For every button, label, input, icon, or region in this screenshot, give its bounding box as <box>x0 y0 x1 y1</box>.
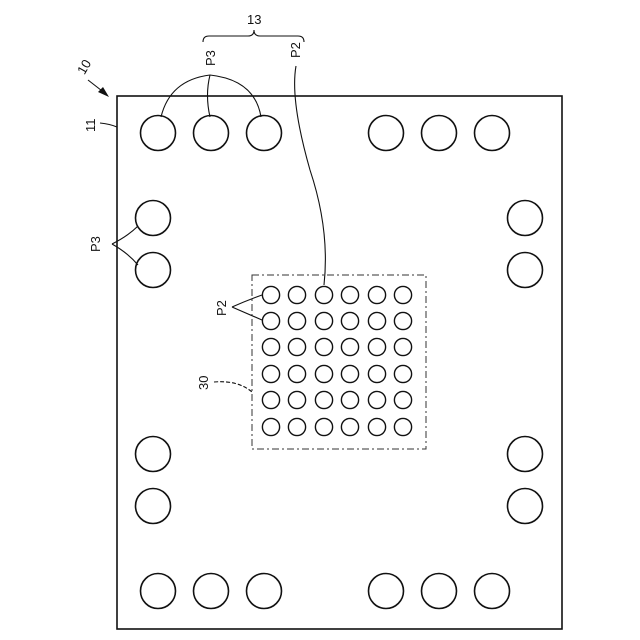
leader-p2-left-lower <box>232 307 262 320</box>
pad-p2-r2-c5 <box>368 312 385 329</box>
pad-p2-r1-c2 <box>288 286 305 303</box>
pad-p2-r4-c6 <box>394 365 411 382</box>
pad-p3-14 <box>508 489 543 524</box>
pad-p3-2 <box>194 116 229 151</box>
leader-lines <box>88 30 325 392</box>
large-pads-group <box>136 116 543 609</box>
label-group-13: 13 <box>247 12 261 27</box>
pad-p3-17 <box>247 574 282 609</box>
pad-p2-r1-c5 <box>368 286 385 303</box>
pad-p3-6 <box>475 116 510 151</box>
leader-11 <box>100 123 117 127</box>
substrate-outline <box>117 96 562 629</box>
pad-p3-15 <box>141 574 176 609</box>
pad-p3-7 <box>136 201 171 236</box>
leader-p3-left-upper <box>112 226 138 244</box>
pad-p2-r6-c5 <box>368 418 385 435</box>
pad-p2-r1-c6 <box>394 286 411 303</box>
pad-p2-r1-c4 <box>341 286 358 303</box>
pad-p2-r2-c2 <box>288 312 305 329</box>
pad-p3-18 <box>369 574 404 609</box>
pad-p3-16 <box>194 574 229 609</box>
pad-p2-r4-c5 <box>368 365 385 382</box>
pad-p2-r1-c3 <box>315 286 332 303</box>
pad-p2-r6-c6 <box>394 418 411 435</box>
label-p2-left: P2 <box>214 300 229 316</box>
pad-p2-r2-c1 <box>262 312 279 329</box>
pad-p3-9 <box>508 201 543 236</box>
pad-p2-r4-c4 <box>341 365 358 382</box>
leader-30 <box>214 382 252 392</box>
pad-p2-r2-c6 <box>394 312 411 329</box>
pad-p2-r5-c5 <box>368 391 385 408</box>
pad-p2-r3-c5 <box>368 338 385 355</box>
brace-13 <box>203 30 304 42</box>
label-p2-top: P2 <box>288 42 303 58</box>
pad-p2-r5-c4 <box>341 391 358 408</box>
pad-p2-r3-c1 <box>262 338 279 355</box>
pad-p2-r5-c1 <box>262 391 279 408</box>
pad-p2-r5-c3 <box>315 391 332 408</box>
label-substrate-11: 11 <box>83 119 98 133</box>
pad-p2-r4-c2 <box>288 365 305 382</box>
pad-p2-r4-c1 <box>262 365 279 382</box>
pad-p3-4 <box>369 116 404 151</box>
pad-p2-r3-c6 <box>394 338 411 355</box>
pad-p3-5 <box>422 116 457 151</box>
pad-p3-10 <box>508 253 543 288</box>
pad-p3-11 <box>136 437 171 472</box>
label-region-30: 30 <box>196 376 211 390</box>
pad-p3-12 <box>136 489 171 524</box>
pad-p2-r3-c4 <box>341 338 358 355</box>
pad-p2-r6-c1 <box>262 418 279 435</box>
label-p3-left: P3 <box>88 236 103 252</box>
pad-p2-r4-c3 <box>315 365 332 382</box>
pad-p2-r3-c3 <box>315 338 332 355</box>
pad-p3-1 <box>141 116 176 151</box>
pad-p3-20 <box>475 574 510 609</box>
leader-p2-left-upper <box>232 295 262 307</box>
pad-p2-r6-c2 <box>288 418 305 435</box>
pad-p3-8 <box>136 253 171 288</box>
pad-p2-r6-c3 <box>315 418 332 435</box>
label-device-10: 10 <box>74 57 94 77</box>
leader-p3-left-lower <box>112 244 138 265</box>
leader-p2-top <box>295 66 326 285</box>
pad-p2-r2-c4 <box>341 312 358 329</box>
pad-p3-19 <box>422 574 457 609</box>
pad-p2-r5-c2 <box>288 391 305 408</box>
pad-p2-r5-c6 <box>394 391 411 408</box>
label-p3-top: P3 <box>203 50 218 66</box>
pad-p3-3 <box>247 116 282 151</box>
pad-p3-13 <box>508 437 543 472</box>
pad-p2-r2-c3 <box>315 312 332 329</box>
pad-p2-r1-c1 <box>262 286 279 303</box>
pad-p2-r6-c4 <box>341 418 358 435</box>
pad-p2-r3-c2 <box>288 338 305 355</box>
small-pads-grid <box>262 286 411 435</box>
